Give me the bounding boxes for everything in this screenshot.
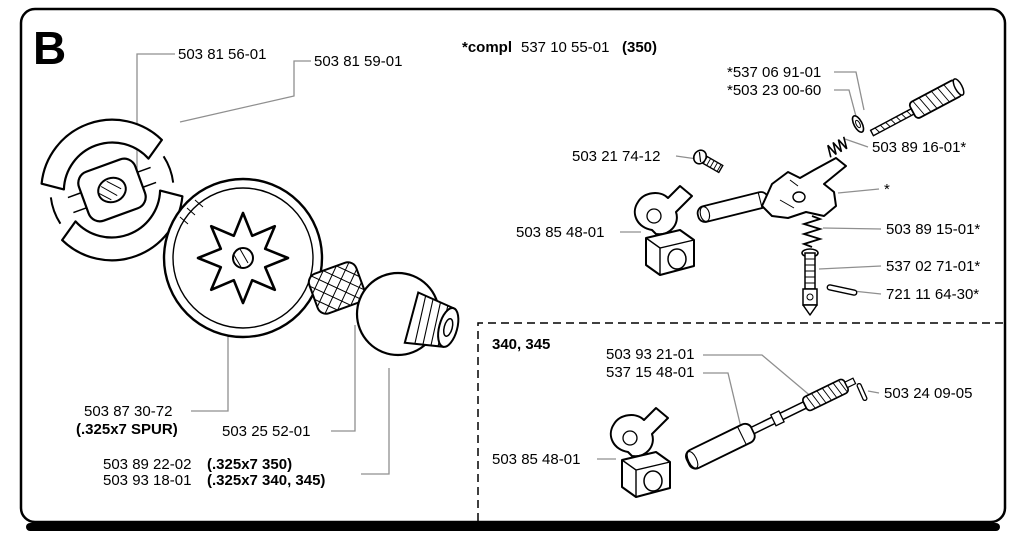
leader-line: [837, 188, 880, 194]
leader-line: [179, 60, 311, 123]
part-label-tensioner-adjuster: 537 02 71-01*: [886, 258, 980, 275]
section-letter: B: [33, 22, 66, 74]
leader-line: [361, 368, 390, 475]
complete-assembly-variant: (350): [622, 39, 657, 56]
part-label-spring-350: 503 89 16-01*: [872, 139, 966, 156]
part-label-washer: *503 23 00-60: [727, 82, 821, 99]
part-label-clutch-spring: 503 81 59-01: [314, 53, 402, 70]
part-label-screw: 503 21 74-12: [572, 148, 660, 165]
tensioner-body-drawing: [761, 157, 847, 219]
variant-box-label: 340, 345: [492, 336, 550, 353]
leader-line: [844, 138, 869, 148]
spring-350-drawing: [827, 136, 848, 158]
part-label-tensioner-rod: 503 93 21-01: [606, 346, 694, 363]
leader-line: [818, 265, 882, 270]
asterisk-note: *: [884, 181, 890, 198]
part-label-bracket-lower: 503 85 48-01: [492, 451, 580, 468]
part-label-clutch-drum-spec: (.325x7 SPUR): [76, 421, 178, 438]
leader-line: [703, 372, 744, 437]
part-label-pin: 721 11 64-30*: [886, 286, 979, 303]
part-label-spring: 503 89 15-01*: [886, 221, 980, 238]
leader-line: [834, 71, 865, 111]
leader-line: [331, 325, 356, 432]
part-label-adjuster-screw-350: *537 06 91-01: [727, 64, 821, 81]
part-label-sprocket-350-number: 503 89 22-02: [103, 456, 191, 473]
leader-line: [867, 390, 880, 394]
adjuster-screw-350-drawing: [869, 78, 965, 137]
clutch-drawing: [40, 118, 184, 262]
tensioner-rod-340-drawing: [685, 377, 857, 470]
complete-assembly-number: 537 10 55-01: [521, 39, 609, 56]
diagram-border: [19, 7, 1007, 524]
variant-box-outline: [477, 322, 1003, 521]
part-label-clutch-drum: 503 87 30-72: [84, 403, 172, 420]
part-label-needle-bearing: 503 25 52-01: [222, 423, 310, 440]
part-label-clutch: 503 81 56-01: [178, 46, 266, 63]
clutch-drum-drawing: [162, 177, 324, 339]
screw-drawing: [692, 149, 724, 174]
part-label-sprocket-350-spec: (.325x7 350): [207, 456, 292, 473]
leader-line: [191, 336, 229, 412]
part-label-sprocket-340-spec: (.325x7 340, 345): [207, 472, 325, 489]
complete-assembly-prefix: *compl: [462, 39, 512, 56]
part-label-pin-small: 503 24 09-05: [884, 385, 972, 402]
leader-line: [703, 354, 814, 399]
part-label-tensioner-screw-340: 537 15 48-01: [606, 364, 694, 381]
small-pin-drawing: [856, 382, 868, 402]
spring-drawing: [800, 215, 824, 248]
part-label-bracket-upper: 503 85 48-01: [516, 224, 604, 241]
leader-line: [822, 227, 882, 230]
part-label-sprocket-340-number: 503 93 18-01: [103, 472, 191, 489]
leader-lines: [136, 53, 882, 475]
worm-gear-drawing: [355, 271, 460, 357]
leader-line: [834, 89, 859, 125]
tensioner-adjuster-drawing: [801, 248, 819, 316]
leader-line: [852, 290, 882, 295]
washer-drawing: [851, 115, 865, 133]
pin-drawing: [826, 284, 858, 296]
